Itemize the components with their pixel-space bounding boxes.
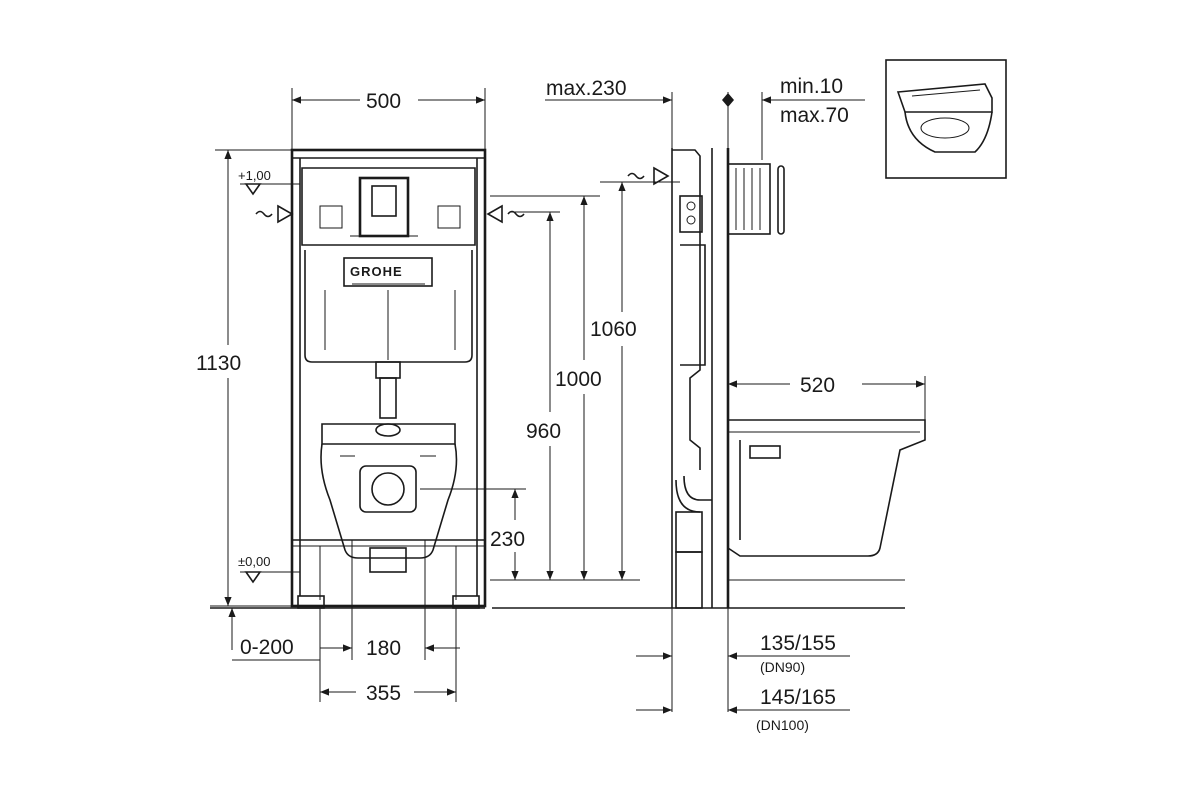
dim-dn100-label: (DN100) [756, 717, 809, 733]
flush-pipe [375, 361, 401, 437]
dim-frame-height: 1130 [196, 352, 241, 375]
wc-bowl-thumbnail-icon [885, 59, 1007, 179]
dim-height-1060: 1060 [590, 318, 637, 341]
dim-floor-offset: 0-200 [240, 636, 294, 659]
dim-outlet-height: 230 [490, 528, 525, 551]
side-view: max.230 min.10 max.70 520 135/155 (DN90)… [492, 75, 926, 733]
dim-wall-max: max.70 [780, 104, 849, 127]
foot-left [297, 595, 325, 609]
dim-max-depth: max.230 [546, 77, 627, 100]
dim-bolt-spacing: 180 [366, 637, 401, 660]
dim-frame-width: 500 [366, 90, 401, 113]
outlet-ring [359, 465, 417, 513]
inlet-arrow-icon [627, 166, 670, 186]
dim-dn90-label: (DN90) [760, 659, 805, 675]
dim-height-960: 960 [526, 420, 561, 443]
foot-right [452, 595, 480, 609]
dim-dn90-value: 135/155 [760, 632, 836, 655]
dim-bowl-projection: 520 [800, 374, 835, 397]
front-view: GROHE [196, 88, 680, 705]
wc-bowl-front [320, 423, 458, 573]
inlet-arrow-icon [255, 204, 525, 224]
dim-height-1000: 1000 [555, 368, 602, 391]
level-top: +1,00 [238, 168, 271, 183]
dim-foot-spacing: 355 [366, 682, 401, 705]
wall-marker-icon [722, 93, 734, 107]
flush-plate-icon [727, 163, 785, 235]
cistern: GROHE [301, 167, 476, 363]
frame [290, 148, 487, 609]
level-zero: ±0,00 [238, 554, 270, 569]
wc-bowl-side [727, 419, 926, 557]
frame-side [671, 148, 712, 609]
dim-wall-min: min.10 [780, 75, 843, 98]
level-marker-icon [240, 183, 300, 584]
brand-logo: GROHE [350, 264, 403, 279]
dim-dn100-value: 145/165 [760, 686, 836, 709]
